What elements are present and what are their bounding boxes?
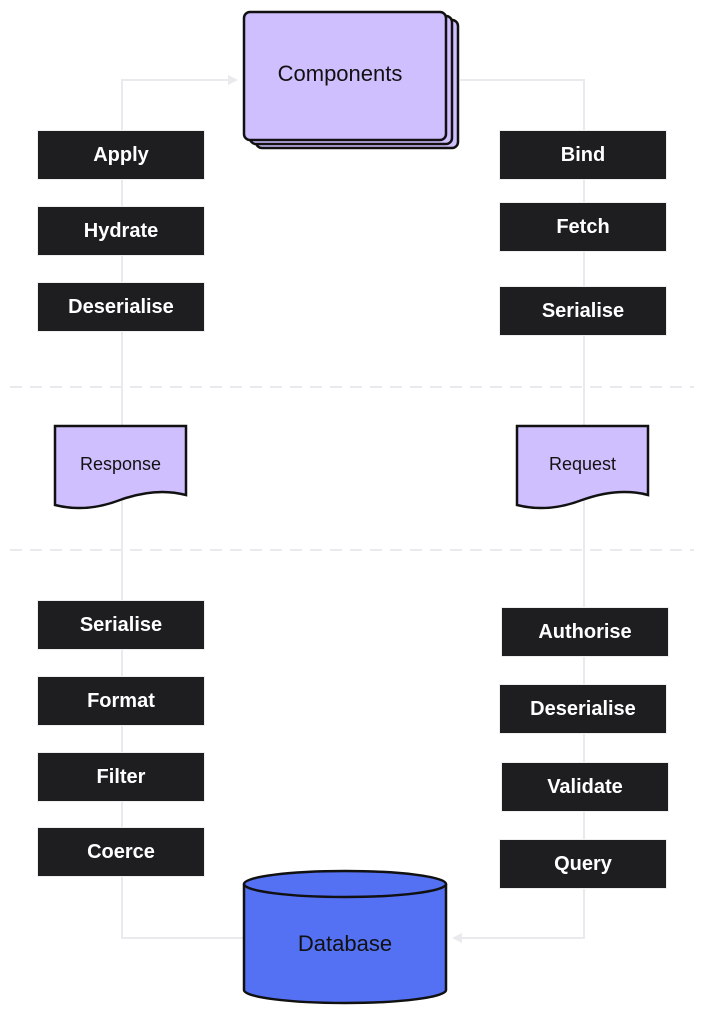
step-bind: Bind <box>499 130 667 180</box>
step-fetch: Fetch <box>499 202 667 252</box>
response-flow-connector <box>121 75 244 939</box>
components-card-front <box>242 10 448 142</box>
database-label: Database <box>297 931 393 956</box>
step-query: Query <box>499 839 667 889</box>
request-document-label: Request <box>548 453 617 474</box>
step-filter: Filter <box>37 752 205 802</box>
step-validate: Validate <box>501 762 669 812</box>
components-label: Components <box>277 61 403 86</box>
step-format: Format <box>37 676 205 726</box>
request-document-shape <box>515 424 650 510</box>
response-document-shape <box>53 424 188 510</box>
step-apply: Apply <box>37 130 205 180</box>
step-deserialise-request: Deserialise <box>499 684 667 734</box>
step-authorise: Authorise <box>501 607 669 657</box>
database-top <box>242 869 448 899</box>
database-body <box>242 884 448 1005</box>
step-serialise-response: Serialise <box>37 600 205 650</box>
step-serialise-request: Serialise <box>499 286 667 336</box>
step-coerce: Coerce <box>37 827 205 877</box>
step-hydrate: Hydrate <box>37 206 205 256</box>
response-document-label: Response <box>79 453 162 474</box>
step-deserialise-response: Deserialise <box>37 282 205 332</box>
database-node <box>242 869 448 1005</box>
components-node <box>242 10 460 150</box>
request-flow-connector <box>452 79 585 943</box>
